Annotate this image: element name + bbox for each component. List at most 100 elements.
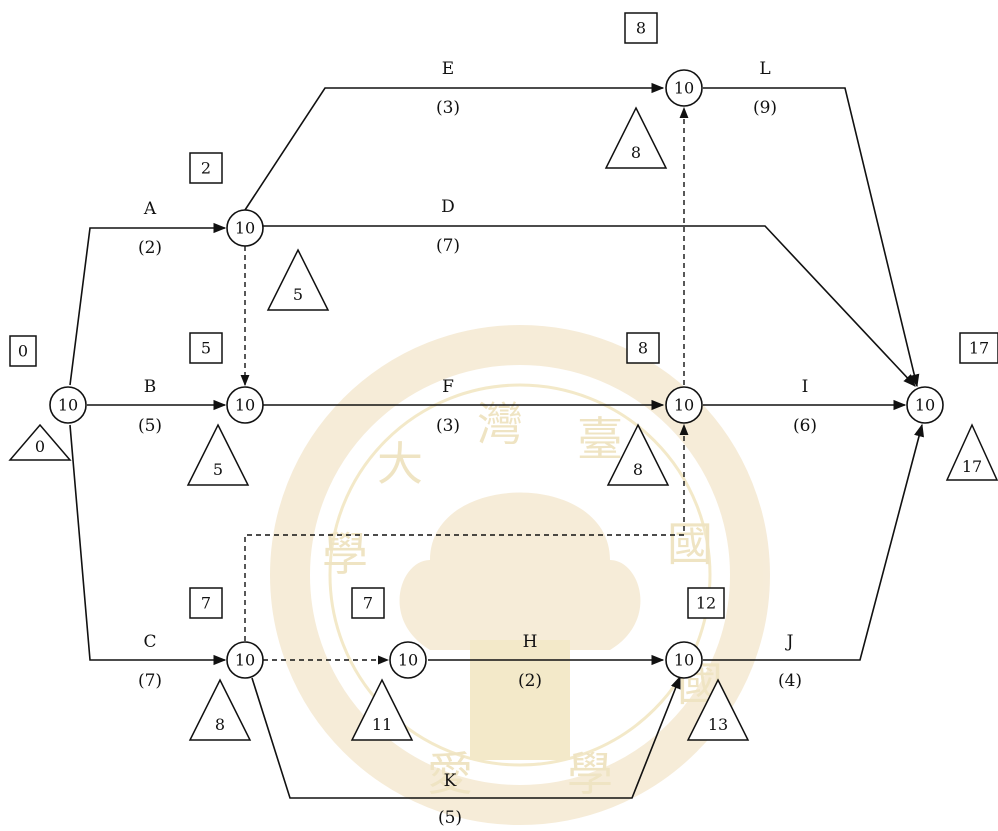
latest-finish-value: 5	[213, 460, 223, 479]
latest-finish-value: 8	[633, 460, 643, 479]
edge-J	[703, 423, 925, 661]
seal-char: 灣	[477, 397, 523, 451]
latest-finish-triangle	[686, 678, 750, 741]
seal-char: 學	[322, 527, 368, 581]
activity-labels: A (2) B (5) C (7) D (7) E (3) F (3) H (2…	[138, 59, 817, 828]
activity-duration: (5)	[438, 808, 462, 828]
activity-duration: (9)	[753, 98, 777, 118]
latest-finish-triangle	[606, 423, 670, 486]
latest-finish-triangle	[350, 678, 414, 741]
activity-duration: (3)	[436, 98, 460, 118]
seal-char: 學	[567, 747, 613, 801]
seal-char: 國	[667, 517, 713, 571]
activity-duration: (3)	[436, 416, 460, 436]
earliest-start-box	[189, 587, 223, 619]
edge-K	[251, 675, 681, 799]
seal-outer-ring	[270, 325, 770, 825]
activity-name: D	[441, 197, 455, 217]
seal-char: 大	[377, 437, 423, 491]
latest-finish-value: 5	[293, 285, 303, 304]
node-label: 10	[398, 651, 418, 670]
node-0: 10 0 0	[8, 335, 87, 461]
seal-char: 愛	[427, 747, 473, 801]
seal-char: 臺	[577, 412, 623, 466]
latest-finish-triangle	[266, 248, 330, 311]
earliest-start-value: 7	[363, 594, 373, 613]
node-label: 10	[674, 79, 694, 98]
dummy-edges	[240, 106, 689, 665]
latest-finish-value: 0	[35, 437, 45, 456]
activity-name: K	[444, 771, 457, 791]
node-circle	[665, 641, 703, 679]
edge-C	[69, 424, 227, 666]
latest-finish-value: 17	[962, 457, 982, 476]
activity-name: J	[785, 632, 794, 652]
node-5: 10 8 8	[604, 12, 703, 169]
earliest-start-box	[959, 332, 998, 364]
activity-duration: (2)	[138, 238, 162, 258]
seal-base	[470, 640, 570, 760]
earliest-start-value: 0	[18, 342, 28, 361]
activity-name: L	[759, 59, 770, 79]
node-circle	[226, 209, 264, 247]
node-circle	[389, 641, 427, 679]
node-4: 10 7 11	[350, 587, 427, 741]
activity-duration: (6)	[793, 416, 817, 436]
activity-name: F	[442, 377, 454, 397]
earliest-start-box	[189, 152, 223, 184]
latest-finish-value: 13	[708, 715, 728, 734]
latest-finish-value: 8	[631, 143, 641, 162]
node-label: 10	[235, 219, 255, 238]
node-circle	[906, 386, 944, 424]
activity-name: B	[144, 377, 157, 397]
activity-duration: (7)	[138, 671, 162, 691]
earliest-start-box	[351, 587, 385, 619]
latest-finish-triangle	[945, 423, 998, 481]
node-circle	[665, 69, 703, 107]
earliest-start-value: 2	[201, 159, 211, 178]
node-2: 10 5 5	[186, 332, 264, 486]
activity-duration: (2)	[518, 671, 542, 691]
activity-duration: (7)	[436, 236, 460, 256]
edge-A	[69, 222, 227, 386]
dummy-edge-7-8	[244, 423, 689, 641]
earliest-start-value: 5	[201, 339, 211, 358]
node-8: 10 17 17	[906, 332, 998, 481]
node-label: 10	[58, 396, 78, 415]
activity-duration: (4)	[778, 671, 802, 691]
edge-E	[244, 82, 665, 211]
edge-L	[703, 87, 920, 388]
node-circle	[665, 386, 703, 424]
latest-finish-triangle	[8, 423, 72, 461]
activity-name: C	[143, 632, 156, 652]
earliest-start-value: 7	[201, 594, 211, 613]
watermark-seal: 大 灣 臺 國 學 愛 學 國	[270, 325, 770, 825]
latest-finish-value: 8	[215, 715, 225, 734]
earliest-start-value: 12	[696, 594, 716, 613]
latest-finish-triangle	[186, 423, 250, 486]
activity-edges	[69, 82, 925, 799]
node-label: 10	[674, 396, 694, 415]
seal-inner-ring	[328, 383, 712, 767]
node-label: 10	[915, 396, 935, 415]
node-label: 10	[235, 396, 255, 415]
earliest-start-value: 8	[638, 339, 648, 358]
earliest-start-box	[687, 587, 725, 619]
earliest-start-box	[9, 335, 37, 367]
node-6: 10 8 8	[606, 332, 703, 486]
node-circle	[226, 641, 264, 679]
activity-name: H	[523, 632, 538, 652]
earliest-start-box	[626, 332, 660, 364]
node-3: 10 7 8	[188, 587, 264, 741]
activity-name: A	[143, 199, 157, 219]
earliest-start-value: 17	[969, 339, 989, 358]
earliest-start-value: 8	[636, 19, 646, 38]
earliest-start-box	[189, 332, 223, 364]
activity-name: I	[802, 377, 809, 397]
seal-emblem	[399, 492, 641, 650]
latest-finish-triangle	[604, 106, 668, 169]
node-circle	[49, 386, 87, 424]
node-label: 10	[235, 651, 255, 670]
